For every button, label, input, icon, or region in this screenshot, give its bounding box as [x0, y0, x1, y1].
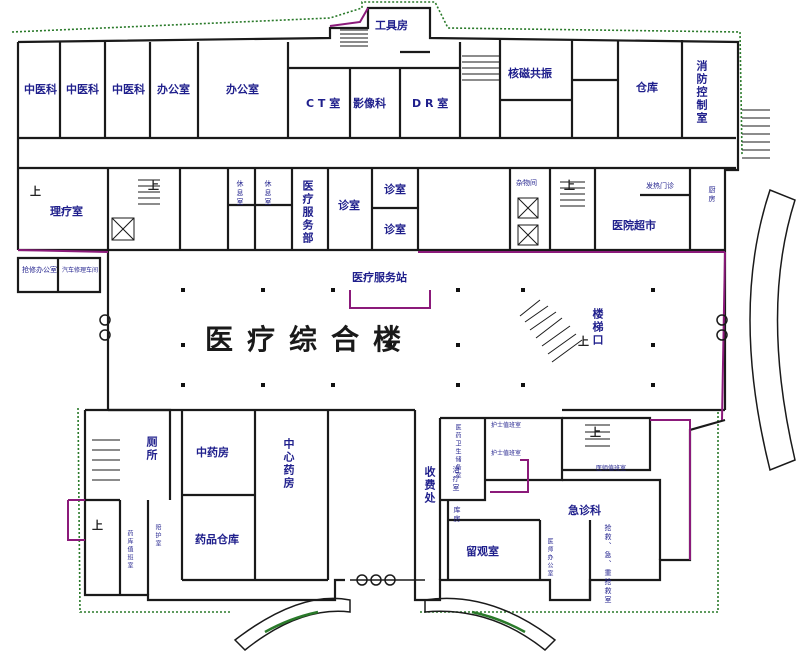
stair-up-label-3: 上 [578, 335, 589, 348]
room-therapy: 理疗室 [50, 205, 83, 218]
room-rest-2: 休息室 [264, 180, 272, 207]
stairs [92, 29, 770, 481]
hall-columns [181, 288, 655, 387]
room-fever-clinic: 发热门诊 [646, 182, 674, 190]
room-fire-control: 消防控制室 [695, 60, 708, 125]
room-treatment: 治疗室 [452, 466, 460, 493]
room-tcm-pharmacy: 中药房 [196, 446, 229, 459]
greenery-border [11, 1, 743, 613]
walls [16, 6, 740, 602]
room-clinic-3: 诊室 [384, 223, 406, 236]
room-drug-warehouse: 药品仓库 [195, 533, 239, 546]
room-imaging: 影像科 [353, 97, 386, 110]
stair-up-label-6: 上 [30, 185, 41, 198]
stair-up-label-1: 上 [148, 179, 159, 192]
room-doctor-office: 医师办公室 [546, 538, 553, 578]
room-tool-room: 工具房 [375, 19, 408, 32]
label-stair-exit: 楼梯口 [591, 308, 604, 347]
entrance-greenery [264, 610, 526, 634]
room-rescue: 抢救、急、重抢救室 [604, 524, 612, 605]
room-clinic-2: 诊室 [384, 183, 406, 196]
room-ct: C T 室 [306, 97, 341, 110]
room-tcm-3: 中医科 [112, 83, 145, 96]
room-mri: 核磁共振 [508, 67, 552, 80]
room-observation: 留观室 [466, 545, 499, 558]
room-attendant: 陪护室 [154, 524, 161, 548]
room-tcm-2: 中医科 [66, 83, 99, 96]
room-central-pharmacy: 中心药房 [282, 438, 295, 490]
room-emergency: 急诊科 [568, 504, 601, 517]
stair-up-label-2: 上 [564, 179, 575, 192]
elevators [111, 197, 539, 246]
room-medical-reserve: 医药卫生储备室 [454, 424, 461, 480]
room-storeroom: 库房 [453, 506, 461, 524]
room-small-left-1: 抢修办公室 [22, 266, 57, 274]
entrances [99, 189, 796, 652]
label-service-station: 医疗服务站 [352, 271, 407, 284]
room-storage: 杂物间 [516, 179, 537, 187]
room-nurse-1: 护士值班室 [491, 422, 522, 429]
room-rest-1: 休息室 [236, 180, 244, 207]
room-small-left-2: 汽车修理车间 [62, 267, 99, 274]
room-warehouse: 仓库 [636, 81, 658, 94]
room-clinic-1: 诊室 [338, 199, 360, 212]
room-toilet: 厕所 [145, 436, 158, 462]
room-cashier: 收费处 [423, 466, 436, 505]
room-supermarket: 医院超市 [612, 219, 656, 232]
building-title: 医疗综合楼 [205, 323, 416, 356]
room-kitchen: 厨房 [708, 186, 716, 204]
room-tcm-1: 中医科 [24, 83, 57, 96]
room-drug-duty: 药库值班室 [126, 530, 133, 570]
room-office-2: 办公室 [226, 83, 259, 96]
room-office-1: 办公室 [157, 83, 190, 96]
room-doctor-duty: 医师值班室 [596, 465, 627, 472]
stair-up-label-4: 上 [92, 519, 103, 532]
accent-lines [17, 7, 726, 560]
room-dr: D R 室 [412, 97, 449, 110]
room-nurse-2: 护士值班室 [491, 450, 522, 457]
stair-up-label-5: 上 [590, 426, 601, 439]
room-medical-service-dept: 医疗服务部 [301, 180, 314, 245]
